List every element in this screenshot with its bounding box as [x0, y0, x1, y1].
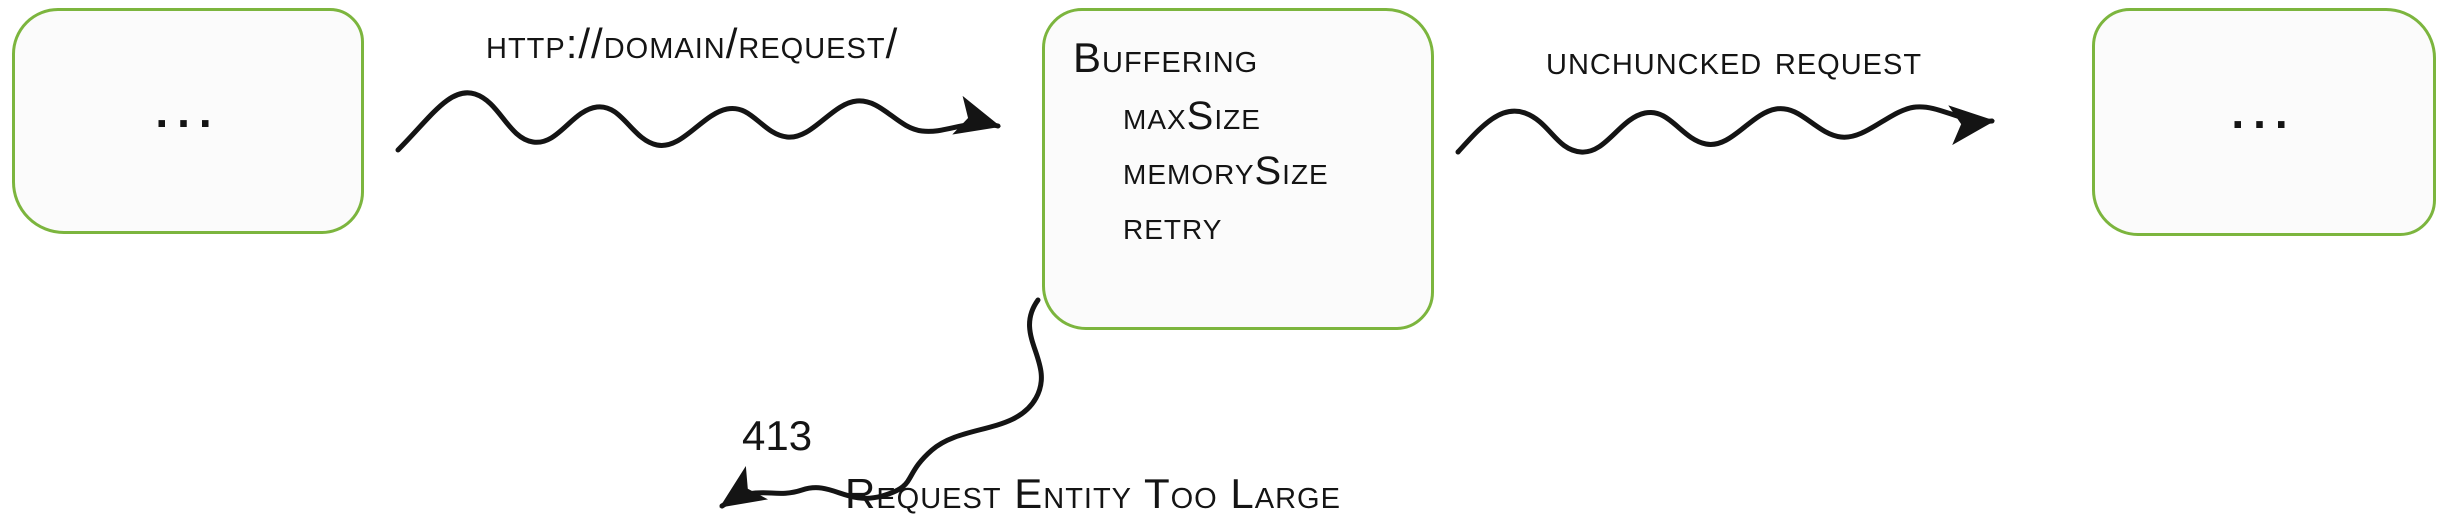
ellipsis-label: ... [2231, 86, 2297, 138]
node-buffering-box: Buffering maxSize memorySize retry [1042, 8, 1434, 330]
node-upstream-box: ... [2092, 8, 2436, 236]
edge-label-http-request: http://domain/request/ [486, 20, 899, 67]
buffering-title: Buffering [1073, 34, 1259, 81]
buffering-param-retry: retry [1123, 204, 1223, 248]
ellipsis-label: ... [155, 85, 221, 137]
buffering-param-maxsize: maxSize [1123, 94, 1261, 138]
http-request-arrow [395, 90, 1001, 153]
buffering-param-memorysize: memorySize [1123, 149, 1329, 193]
edge-label-status-code-413: 413 [742, 412, 813, 459]
edge-label-unchunked-request: unchuncked request [1546, 36, 1923, 83]
unchunked-request-arrow [1455, 104, 1995, 155]
edge-label-request-entity-too-large: Request Entity Too Large [845, 470, 1341, 517]
node-client-box: ... [12, 8, 364, 234]
